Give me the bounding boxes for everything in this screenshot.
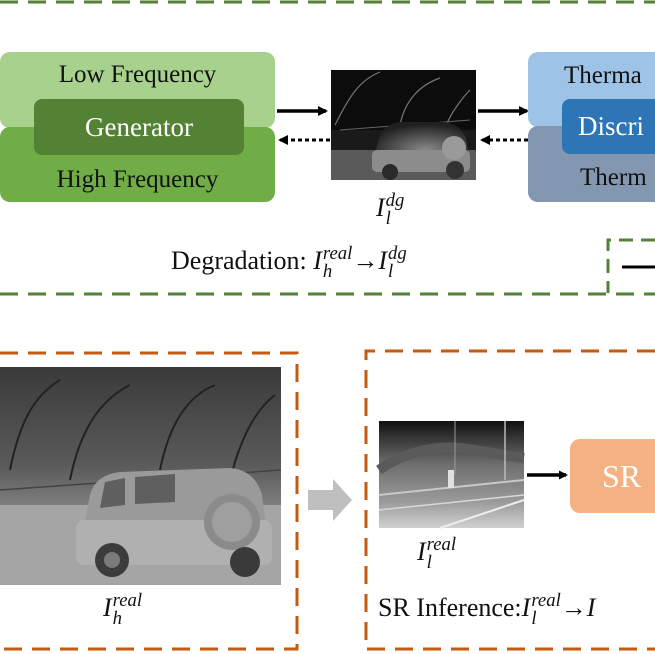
discriminator-label: Discri	[578, 111, 644, 141]
generator-box: Generator	[34, 99, 244, 155]
sr-frame	[364, 349, 655, 651]
thermal-top-label: Therma	[564, 62, 642, 89]
discriminator-block: Therma Therm Discri	[528, 52, 655, 202]
hr-frame	[0, 351, 299, 651]
thermal-bottom-label: Therm	[580, 164, 647, 191]
gray-arrow	[308, 479, 352, 521]
legend-box	[606, 238, 655, 293]
hr-car-image	[0, 367, 282, 585]
degradation-frame	[0, 0, 655, 296]
lr-road-image	[376, 421, 525, 529]
generator-label: Generator	[85, 111, 193, 142]
sr-box: SR	[570, 439, 655, 513]
sr-label: SR	[602, 457, 642, 494]
low-frequency-label: Low Frequency	[58, 61, 217, 88]
degraded-car-image	[331, 70, 476, 180]
discriminator-box: Discri	[562, 99, 655, 154]
high-frequency-label: High Frequency	[56, 166, 219, 193]
sr-box-clip: SR	[570, 439, 655, 513]
